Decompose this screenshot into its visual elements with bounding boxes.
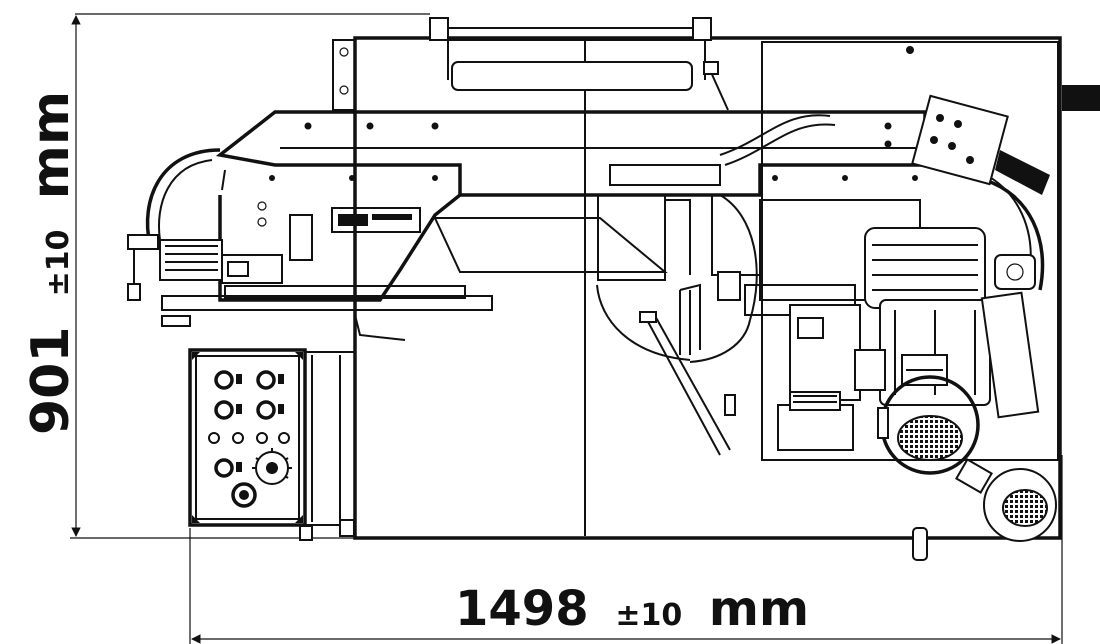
carry-handle — [429, 17, 729, 111]
control-knob-icon — [256, 400, 276, 420]
motor-flange — [864, 227, 986, 309]
motor-fan-grille-icon — [897, 415, 963, 461]
control-knob-icon — [214, 400, 234, 420]
height-dimension: 901 ±10 mm — [21, 13, 430, 539]
height-value: 901 — [21, 326, 81, 435]
svg-text:1498 ±10 mm: 1498 ±10 mm — [455, 581, 809, 637]
width-value: 1498 — [455, 581, 589, 637]
height-unit: mm — [21, 91, 81, 199]
control-panel-face — [188, 348, 307, 527]
left-gear-housing — [218, 193, 462, 302]
blade-guide-clamp — [609, 164, 721, 186]
support-strut — [645, 313, 731, 456]
nameplate — [331, 207, 421, 233]
vise-rail — [161, 295, 493, 311]
side-outlet — [1062, 85, 1100, 111]
width-dimension: 1498 ±10 mm — [189, 455, 1063, 644]
emergency-stop-button — [231, 482, 257, 508]
left-bracket — [332, 39, 356, 111]
right-wheel-cover — [924, 163, 1045, 291]
control-panel-box — [304, 351, 356, 526]
height-tolerance: ±10 — [41, 229, 76, 296]
control-knob-icon — [256, 370, 276, 390]
control-knob-icon — [214, 458, 234, 478]
svg-text:901 ±10 mm: 901 ±10 mm — [21, 91, 81, 435]
drive-motor — [777, 227, 1057, 561]
gearbox — [789, 304, 861, 401]
handle-grip — [451, 61, 693, 91]
saw-arm — [127, 94, 1050, 456]
tension-handle — [995, 150, 1050, 195]
width-tolerance: ±10 — [615, 598, 682, 633]
tension-block — [911, 94, 1009, 186]
control-knob-icon — [214, 370, 234, 390]
blade-guard-arc — [596, 284, 691, 361]
arm-upper-beam — [215, 110, 927, 197]
control-panel — [188, 348, 356, 541]
width-unit: mm — [709, 581, 809, 637]
left-wheel-cover — [145, 148, 221, 246]
coolant-hose — [724, 123, 836, 166]
